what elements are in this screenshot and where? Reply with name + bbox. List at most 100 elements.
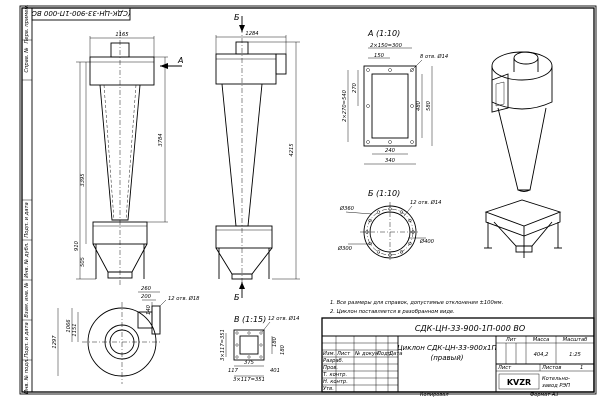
tb-row-data: Дата	[388, 351, 402, 357]
view-a: А (1:10) 2×150=300 150 8 отв. Ø14 270 2×…	[342, 29, 448, 165]
title-block: СДК-ЦН-33-900-1П-000 ВО Изм. Лист № доку…	[321, 317, 595, 393]
tb-scale: 1:25	[569, 352, 581, 358]
side-inv-podl: Инв. № подл.	[24, 358, 30, 394]
view-v-dim-right-2: 180	[280, 344, 286, 355]
view-b-dia-400: Ø400	[419, 238, 435, 245]
tb-row-izm: Изм.	[323, 351, 335, 357]
tb-col-scale: Масштаб	[563, 337, 588, 343]
view-b-title: Б (1:10)	[368, 189, 400, 198]
tb-razrab: Разраб.	[323, 358, 343, 364]
view-a-dim-left: 2×270=540	[342, 89, 348, 121]
bolt-hole	[368, 241, 372, 246]
view-b-holes-group	[365, 207, 415, 257]
front-dim-hopper-low: 505	[80, 256, 86, 267]
inner-frame	[21, 7, 595, 393]
view-a-holes: 8 отв. Ø14	[420, 53, 448, 60]
side-strip: Перв. примен. Справ. № Подп. и дата Инв.…	[22, 5, 32, 394]
bolt-hole	[399, 250, 404, 254]
view-b-dia-360: Ø360	[339, 205, 355, 212]
bottom-captions: Копировал Формат А3	[0, 392, 600, 400]
tb-name-line2: (правый)	[431, 354, 464, 362]
view-a-title: А (1:10)	[367, 29, 400, 38]
plan-dim-1151: 1151	[72, 323, 78, 336]
view-v-dim-bottom: 3×117=351	[233, 377, 265, 383]
plan-dim-1066: 1066	[66, 319, 72, 333]
tb-row-podp: Подп.	[377, 351, 393, 357]
view-v-holes: 12 отв. Ø14	[268, 315, 300, 322]
view-a-dim-150: 150	[374, 53, 385, 59]
view-v-dim-401: 401	[270, 368, 280, 374]
plan-dim-260: 260	[141, 286, 152, 292]
view-a-dim-270: 270	[352, 82, 358, 93]
view-b-dia-300: Ø300	[337, 245, 353, 252]
side-podp-data-1: Подп. и дата	[24, 202, 30, 237]
side-perv-primen: Перв. примен.	[24, 5, 30, 44]
side-dim-top: 1284	[245, 31, 258, 37]
tb-company-line1: Котельно-	[542, 376, 570, 382]
side-section-label-top: Б	[234, 13, 240, 22]
side-view: Б 1284 4215 Б	[215, 13, 300, 302]
plan-dim-140: 140	[146, 304, 152, 315]
bolt-hole	[368, 218, 372, 223]
side-dim-total: 4215	[289, 143, 295, 157]
bolt-hole	[411, 230, 415, 234]
stamp-code: (СДК-ЦН-33-900-1П-000 ВО	[31, 9, 131, 17]
bolt-hole	[408, 218, 412, 223]
tb-mass: 404,2	[534, 352, 549, 358]
front-arrow-label: А	[177, 56, 183, 65]
side-section-label-bottom: Б	[234, 293, 240, 302]
view-v-dim-117: 117	[228, 368, 239, 374]
tb-t-kontr: Т. контр.	[323, 372, 347, 378]
tb-sheets: Листов	[541, 365, 561, 371]
front-view: А 1165 3784 3395 910 505	[74, 30, 183, 285]
plan-view: 260 200 140 12 отв. Ø18 1066 1297 1151	[52, 286, 200, 384]
tb-company-line2: завод РЭП	[542, 383, 570, 389]
side-sprav: Справ. №	[24, 47, 30, 72]
bolt-hole	[388, 253, 392, 257]
front-dim-total: 3784	[158, 133, 164, 146]
bolt-hole	[399, 210, 404, 214]
view-b: Б (1:10) 12 отв. Ø14 Ø360 Ø400 Ø300	[337, 189, 442, 262]
view-v-dim-375: 375	[244, 360, 255, 366]
front-dim-hopper: 910	[74, 240, 80, 251]
plan-dim-200: 200	[141, 294, 152, 300]
tb-logo: KVZR	[507, 378, 531, 387]
plan-dim-1297: 1297	[52, 335, 58, 349]
side-inv-dubl: Инв. № дубл.	[24, 242, 30, 278]
isometric-view	[484, 51, 562, 258]
front-dim-body: 3395	[80, 173, 86, 187]
notes: 1. Все размеры для справок, допустимые о…	[330, 300, 503, 315]
side-vzam-inv: Взам. инв. №	[24, 282, 30, 317]
tb-utv: Утв.	[323, 386, 334, 392]
view-v-dim-left: 3×117=351	[220, 329, 226, 361]
note-2: 2. Циклон поставляется в разобранном вид…	[330, 309, 455, 315]
view-v-dim-right-1: 180	[272, 336, 278, 347]
bolt-hole	[365, 230, 369, 234]
tb-row-list: Лист	[336, 351, 351, 357]
outer-frame	[19, 5, 597, 395]
bolt-hole	[376, 210, 381, 214]
view-a-dim-240: 240	[385, 148, 396, 154]
bolt-hole	[376, 250, 381, 254]
plan-holes: 12 отв. Ø18	[168, 295, 200, 302]
tb-sheets-val: 1	[580, 365, 583, 371]
stamp-box	[31, 7, 131, 21]
note-1: 1. Все размеры для справок, допустимые о…	[330, 300, 503, 306]
tb-n-kontr: Н. контр.	[323, 379, 348, 385]
caption-format: Формат А3	[530, 392, 559, 398]
view-a-dim-top: 2×150=300	[370, 43, 402, 49]
tb-col-lit: Лит	[505, 337, 517, 343]
view-v: В (1:15) 12 отв. Ø14 3×117=351 375 117 3…	[220, 315, 300, 383]
tb-row-ndoc: № докум.	[354, 351, 381, 357]
bolt-hole	[388, 207, 392, 211]
view-a-dim-340: 340	[385, 158, 396, 164]
side-podp-data-2: Подп. и дата	[24, 322, 30, 357]
view-v-title: В (1:15)	[234, 315, 266, 324]
tb-designation: СДК-ЦН-33-900-1П-000 ВО	[415, 324, 525, 333]
tb-name-line1: Циклон СДК-ЦН-33-900х1П	[397, 344, 497, 352]
view-b-holes: 12 отв. Ø14	[410, 199, 442, 206]
front-dim-top: 1165	[115, 32, 129, 38]
view-a-dim-480: 480	[416, 100, 422, 111]
tb-col-mass: Масса	[533, 337, 550, 343]
